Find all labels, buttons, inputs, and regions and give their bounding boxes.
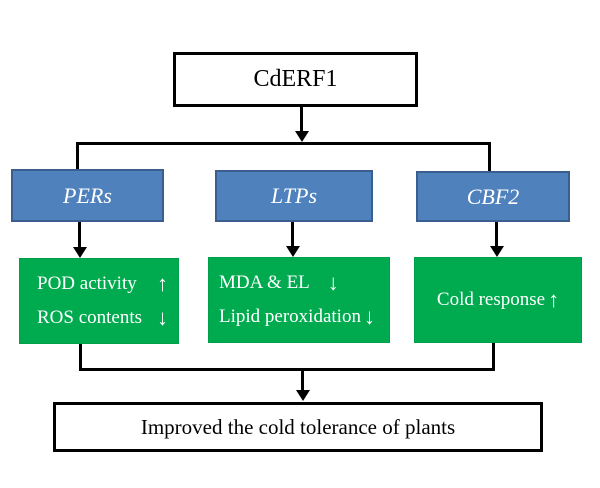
arrowhead-down-icon xyxy=(73,247,87,258)
connector-ltps-to-effects xyxy=(291,222,294,246)
up-arrow-icon: ↑ xyxy=(157,271,168,296)
cderf1-box-label: CdERF1 xyxy=(253,66,338,92)
gene-box-cbf2-label: CBF2 xyxy=(466,183,520,209)
connector-cbf-effects-drop xyxy=(492,343,495,368)
connector-cbf2-to-effects xyxy=(495,222,498,246)
down-arrow-icon: ↓ xyxy=(363,304,375,329)
effect-line: Lipid peroxidation ↓ xyxy=(219,306,383,328)
effect-text: MDA & EL xyxy=(219,272,310,293)
gene-box-pers-label: PERs xyxy=(63,182,112,208)
connector-top-bus-drop-left xyxy=(76,144,79,170)
arrowhead-down-icon xyxy=(490,246,504,257)
effect-text: Cold response xyxy=(436,289,546,310)
gene-box-cbf2: CBF2 xyxy=(416,171,570,222)
effect-text: Lipid peroxidation xyxy=(219,306,361,327)
effect-box-per: POD activity ↑ ROS contents ↓ xyxy=(19,258,179,344)
cderf1-box: CdERF1 xyxy=(173,52,418,107)
arrowhead-down-icon xyxy=(296,390,310,401)
effect-text: POD activity xyxy=(37,273,137,294)
effect-box-ltp: MDA & EL ↓ Lipid peroxidation ↓ xyxy=(208,257,390,343)
effect-text: ROS contents xyxy=(37,307,143,328)
effect-box-cbf: Cold response ↑ xyxy=(414,257,582,343)
connector-bottom-bus xyxy=(79,368,495,371)
connector-cderf1-stem xyxy=(300,107,303,133)
connector-top-bus-drop-right xyxy=(488,144,491,172)
effect-line: MDA & EL ↓ xyxy=(219,272,383,294)
arrowhead-down-icon xyxy=(286,246,300,257)
effect-line: POD activity ↑ xyxy=(37,273,168,295)
connector-bus-to-outcome xyxy=(301,371,304,391)
gene-box-ltps-label: LTPs xyxy=(270,183,318,208)
outcome-box: Improved the cold tolerance of plants xyxy=(53,402,543,452)
down-arrow-icon: ↓ xyxy=(157,305,168,330)
effect-line: Cold response ↑ xyxy=(421,289,575,311)
connector-per-effects-drop xyxy=(79,344,82,368)
down-arrow-icon: ↓ xyxy=(327,270,339,295)
gene-box-pers: PERs xyxy=(11,169,164,222)
effect-line: ROS contents ↓ xyxy=(37,307,168,329)
outcome-box-label: Improved the cold tolerance of plants xyxy=(140,414,456,439)
gene-box-ltps: LTPs xyxy=(215,170,373,222)
up-arrow-icon: ↑ xyxy=(548,287,560,312)
connector-pers-to-effects xyxy=(78,222,81,247)
connector-top-bus xyxy=(76,142,491,145)
arrowhead-down-icon xyxy=(295,131,309,142)
